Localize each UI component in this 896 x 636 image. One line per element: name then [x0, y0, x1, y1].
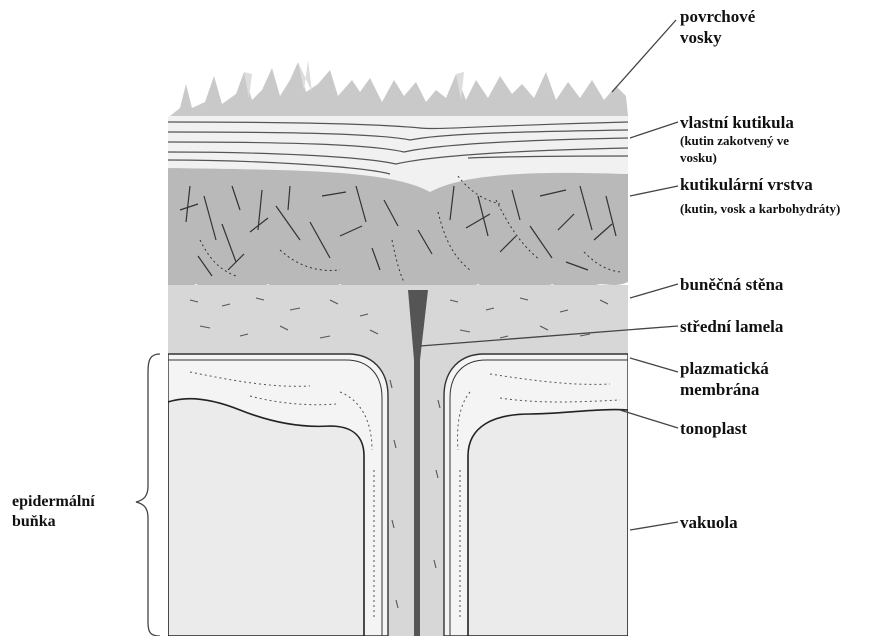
leader-tonoplast [620, 410, 678, 428]
epidermal-cell-bracket [136, 354, 160, 636]
leader-vacuole [630, 522, 678, 530]
label-cuticular-layer-title: kutikulární vrstva [680, 174, 840, 195]
label-epidermal-cell-line1: epidermální [12, 492, 95, 512]
label-epidermal-cell-line2: buňka [12, 512, 95, 532]
label-cell-wall: buněčná stěna [680, 274, 783, 295]
label-middle-lamella: střední lamela [680, 316, 783, 337]
leader-cell-wall [630, 284, 678, 298]
label-vacuole: vakuola [680, 512, 738, 533]
leader-cuticular-layer [630, 186, 678, 196]
label-plasma-membrane: plazmatická membrána [680, 358, 769, 401]
label-cuticular-layer-note: (kutin, vosk a karbohydráty) [680, 201, 840, 217]
label-cuticle-proper-title: vlastní kutikula [680, 112, 794, 133]
label-cuticle-proper-note1: (kutin zakotvený ve [680, 133, 794, 149]
surface-wax-crystals [170, 62, 628, 116]
label-plasma-membrane-line2: membrána [680, 379, 769, 400]
label-surface-waxes-line2: vosky [680, 27, 755, 48]
label-cuticle-proper-note2: vosku) [680, 150, 794, 166]
leader-surface-waxes [612, 20, 676, 92]
label-epidermal-cell: epidermální buňka [12, 492, 95, 532]
left-cell-vacuole [168, 399, 364, 636]
right-cell-vacuole [468, 410, 628, 636]
label-cuticle-proper: vlastní kutikula (kutin zakotvený ve vos… [680, 112, 794, 166]
label-tonoplast: tonoplast [680, 418, 747, 439]
label-cuticular-layer: kutikulární vrstva (kutin, vosk a karboh… [680, 174, 840, 218]
leader-plasma-membrane [630, 358, 678, 372]
label-surface-waxes-line1: povrchové [680, 6, 755, 27]
leader-cuticle-proper [630, 122, 678, 138]
label-surface-waxes: povrchové vosky [680, 6, 755, 49]
label-plasma-membrane-line1: plazmatická [680, 358, 769, 379]
